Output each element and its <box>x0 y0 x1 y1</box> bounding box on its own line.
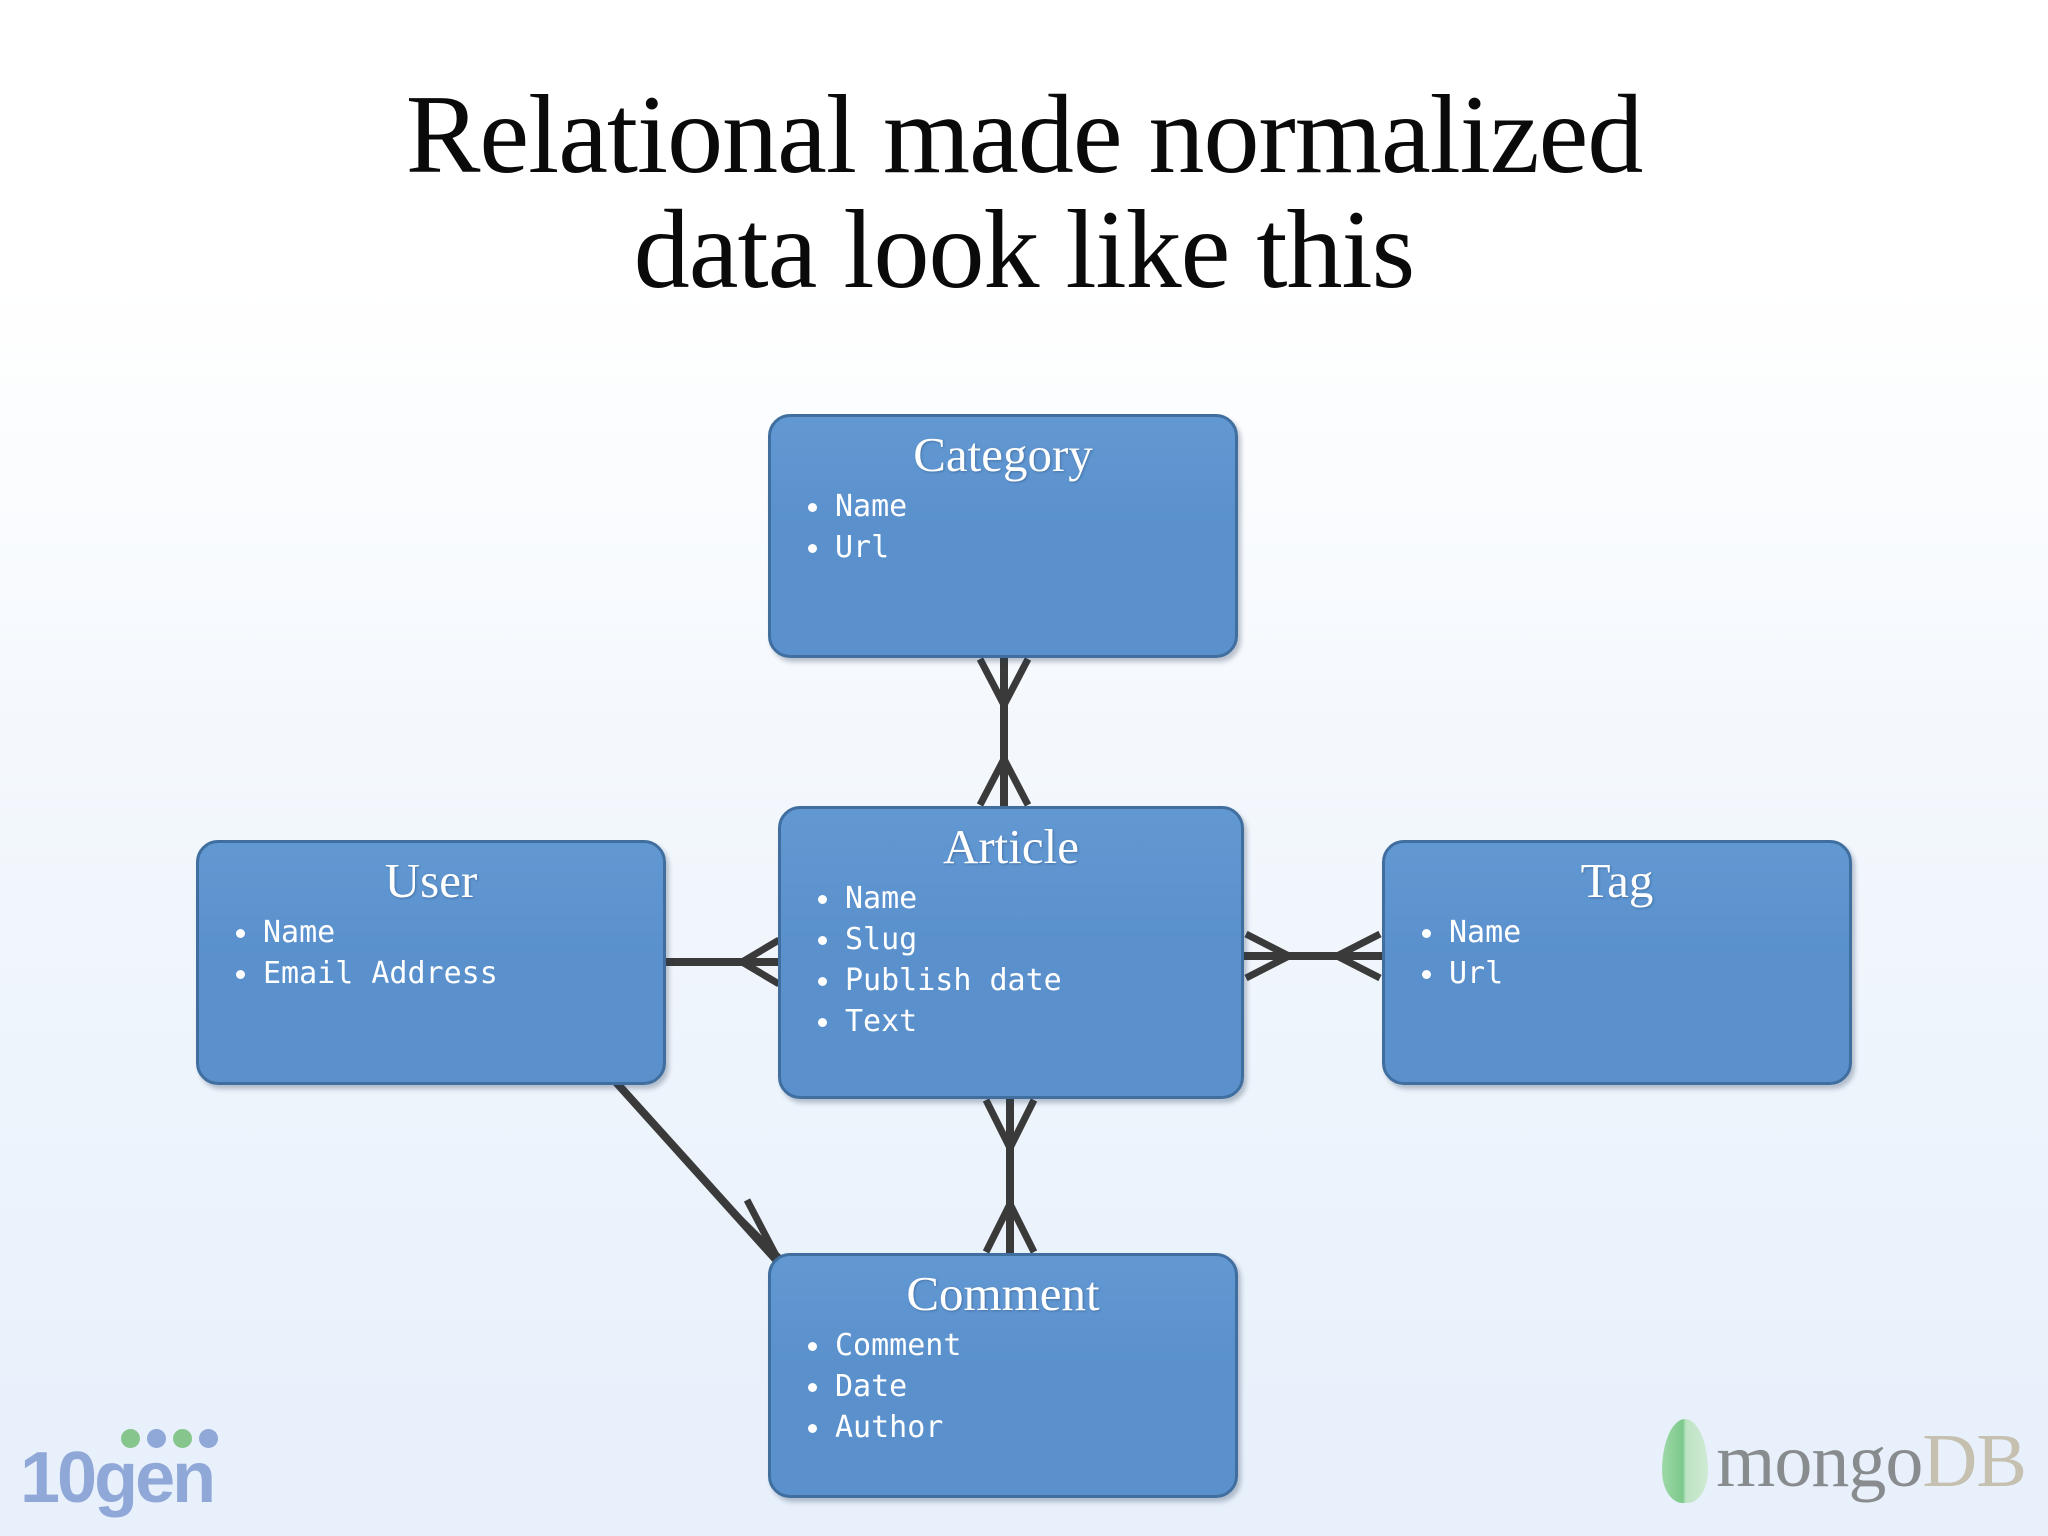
entity-field: Author <box>805 1407 1235 1448</box>
mongodb-wordmark-mongo: mongo <box>1716 1419 1923 1503</box>
connector-article-tag <box>1244 930 1382 982</box>
entity-field: Publish date <box>815 960 1241 1001</box>
entity-box-comment[interactable]: Comment Comment Date Author <box>768 1253 1238 1498</box>
entity-field: Name <box>805 486 1235 527</box>
entity-title-comment: Comment <box>906 1266 1100 1321</box>
entity-field: Url <box>805 527 1235 568</box>
entity-fields-user: Name Email Address <box>199 912 663 994</box>
entity-box-category[interactable]: Category Name Url <box>768 414 1238 658</box>
entity-field: Text <box>815 1001 1241 1042</box>
mongodb-leaf-shape <box>1662 1419 1709 1503</box>
entity-field: Name <box>233 912 663 953</box>
tengen-dot-green-2 <box>173 1429 192 1448</box>
entity-fields-category: Name Url <box>771 486 1235 568</box>
title-line-1: Relational made normalized <box>405 73 1644 197</box>
entity-fields-tag: Name Url <box>1385 912 1849 994</box>
entity-fields-comment: Comment Date Author <box>771 1325 1235 1448</box>
entity-field: Slug <box>815 919 1241 960</box>
tengen-logo-text: 10gen <box>20 1438 216 1518</box>
entity-box-article[interactable]: Article Name Slug Publish date Text <box>778 806 1244 1099</box>
entity-field: Name <box>1419 912 1849 953</box>
entity-box-user[interactable]: User Name Email Address <box>196 840 666 1085</box>
connector-article-comment <box>982 1098 1038 1254</box>
connector-category-article <box>976 657 1032 807</box>
connector-user-comment <box>611 1077 784 1265</box>
tengen-logo: 10gen <box>20 1404 220 1514</box>
entity-title-user: User <box>384 853 478 908</box>
entity-fields-article: Name Slug Publish date Text <box>781 878 1241 1042</box>
tengen-dot-blue-2 <box>199 1429 218 1448</box>
tengen-dot-blue-1 <box>147 1429 166 1448</box>
entity-title-article: Article <box>942 819 1080 874</box>
entity-field: Date <box>805 1366 1235 1407</box>
entity-field: Name <box>815 878 1241 919</box>
entity-box-tag[interactable]: Tag Name Url <box>1382 840 1852 1085</box>
tengen-dot-green-1 <box>121 1429 140 1448</box>
entity-title-category: Category <box>913 427 1093 482</box>
mongodb-leaf-icon <box>1662 1419 1709 1503</box>
page-title: Relational made normalized data look lik… <box>0 73 2048 313</box>
entity-field: Url <box>1419 953 1849 994</box>
entity-field: Comment <box>805 1325 1235 1366</box>
entity-field: Email Address <box>233 953 663 994</box>
mongodb-wordmark-db: DB <box>1922 1419 2027 1503</box>
connector-user-article <box>666 936 781 988</box>
tengen-logo-dots <box>121 1429 218 1448</box>
entity-title-tag: Tag <box>1580 853 1654 908</box>
title-line-2: data look like this <box>633 188 1415 313</box>
